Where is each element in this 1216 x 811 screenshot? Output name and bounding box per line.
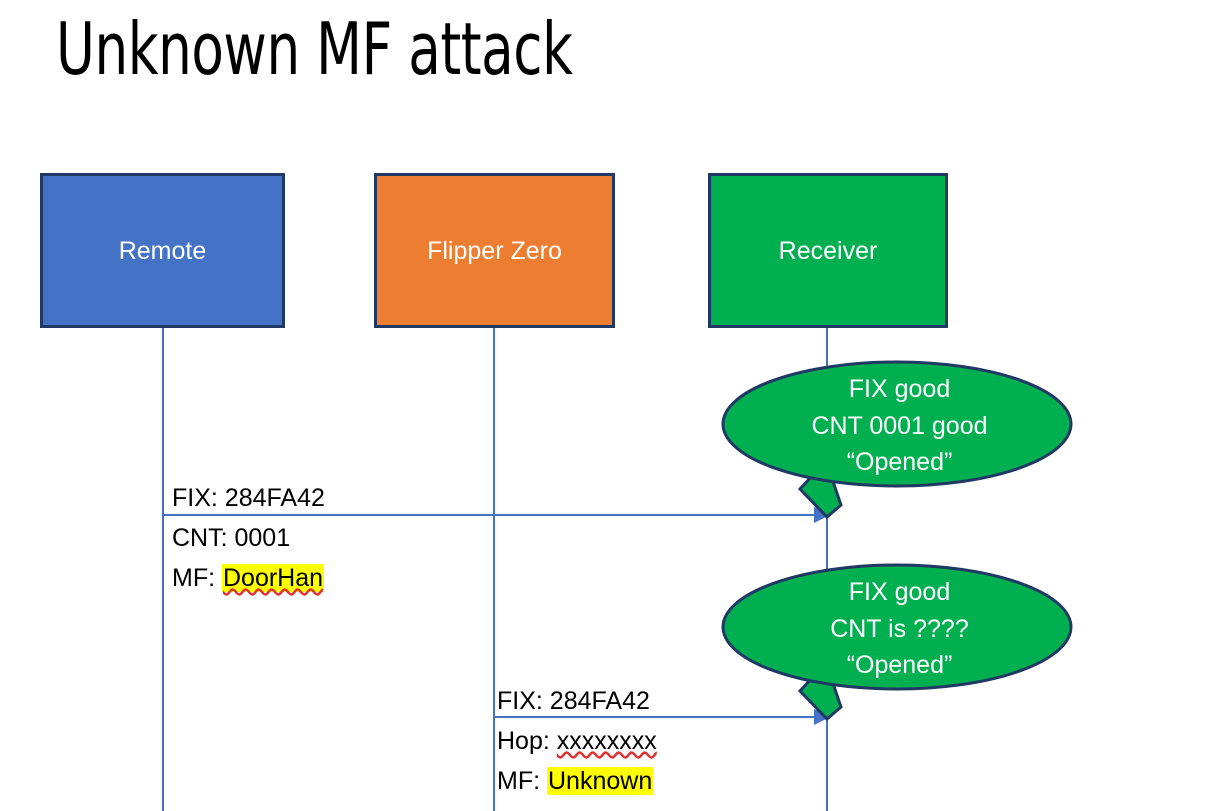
actor-box-remote[interactable]: Remote bbox=[40, 173, 285, 328]
callout-bubble-1 bbox=[721, 360, 1073, 520]
message-1-line-3: MF: DoorHan bbox=[172, 558, 325, 598]
message-2-line-2-label: Hop: bbox=[497, 727, 557, 755]
message-2-line-2-value: xxxxxxxx bbox=[556, 727, 657, 755]
message-arrow-1 bbox=[163, 507, 830, 523]
message-2-line-1-label: FIX: bbox=[497, 687, 550, 715]
actor-box-flipper[interactable]: Flipper Zero bbox=[374, 173, 615, 328]
message-1-line-1-label: FIX: bbox=[172, 484, 225, 512]
message-2-line-2: Hop: xxxxxxxx bbox=[497, 721, 657, 761]
message-1-line-3-value: DoorHan bbox=[222, 564, 325, 592]
message-2-line-3: MF: Unknown bbox=[497, 761, 657, 801]
actor-box-receiver[interactable]: Receiver bbox=[708, 173, 948, 328]
message-1-line-1-value: 284FA42 bbox=[224, 484, 325, 512]
message-2-line-3-value: Unknown bbox=[547, 767, 654, 795]
message-1-line-1: FIX: 284FA42 bbox=[172, 478, 325, 518]
actor-label-remote: Remote bbox=[118, 236, 207, 265]
message-2-line-1-value: 284FA42 bbox=[549, 687, 650, 715]
actor-label-receiver: Receiver bbox=[778, 236, 878, 265]
message-label-1: FIX: 284FA42 CNT: 0001 MF: DoorHan bbox=[172, 478, 325, 598]
callout-bubble-2 bbox=[721, 563, 1073, 722]
message-2-line-1: FIX: 284FA42 bbox=[497, 681, 657, 721]
message-1-line-2-label: CNT: bbox=[172, 524, 235, 552]
page-title: Unknown MF attack bbox=[56, 7, 573, 91]
actor-label-flipper: Flipper Zero bbox=[427, 236, 562, 265]
message-1-line-2: CNT: 0001 bbox=[172, 518, 325, 558]
message-1-line-3-label: MF: bbox=[172, 564, 222, 592]
message-arrow-2 bbox=[494, 709, 830, 725]
message-label-2: FIX: 284FA42 Hop: xxxxxxxx MF: Unknown bbox=[497, 681, 657, 801]
message-1-line-2-value: 0001 bbox=[234, 524, 291, 552]
message-2-line-3-label: MF: bbox=[497, 767, 547, 795]
